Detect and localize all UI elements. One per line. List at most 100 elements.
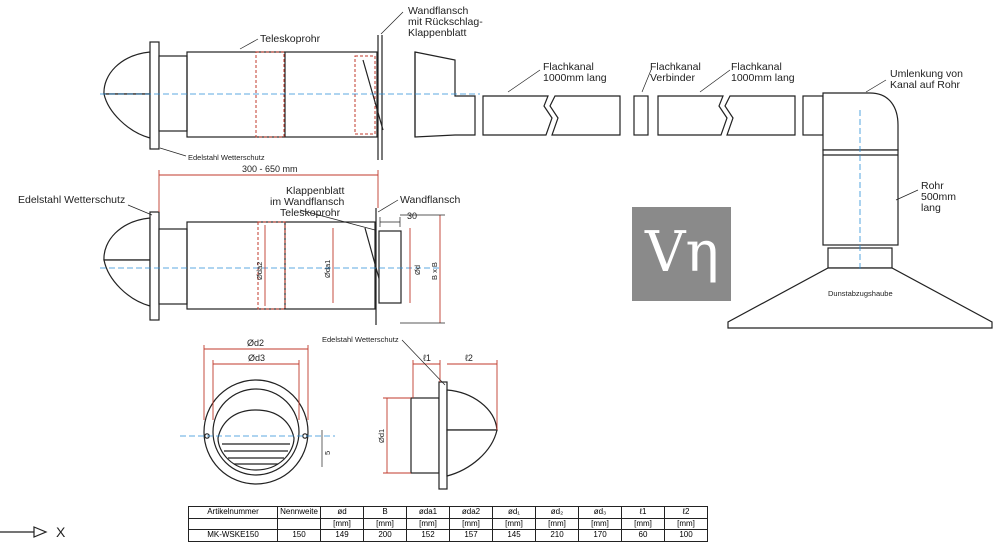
cap-collar-mid	[158, 228, 188, 305]
label-edelstahl-small-bottom: Edelstahl Wetterschutz	[322, 335, 399, 344]
middle-assembly	[100, 170, 445, 325]
label-umlenkung-a: Umlenkung von	[890, 68, 963, 80]
cap-flange-top	[149, 41, 160, 150]
table-unit-cell: [mm]	[535, 517, 579, 530]
table-unit-cell: [mm]	[320, 517, 364, 530]
table-header-cell: øda1	[406, 506, 450, 519]
table-cell: 157	[449, 529, 493, 542]
front-grille	[217, 409, 295, 471]
table-cell: 150	[277, 529, 321, 542]
label-teleskoprohr-mid: Teleskoprohr	[280, 207, 341, 219]
label-dunstabzug: Dunstabzugshaube	[828, 289, 893, 298]
adapter-top	[414, 51, 476, 138]
table-header-cell: ød₁	[492, 506, 536, 519]
table-header-cell: Nennweite	[277, 506, 321, 519]
label-klappenblatt-a: Klappenblatt	[286, 185, 344, 197]
table-units-row: [mm] [mm] [mm] [mm] [mm] [mm] [mm] [mm] …	[188, 517, 708, 530]
table-cell: 152	[406, 529, 450, 542]
label-bxb: B x B	[430, 262, 439, 280]
weather-cap-top-lower	[103, 93, 151, 139]
x-axis-indicator	[0, 526, 48, 538]
telescope-tube-top	[186, 51, 378, 138]
side-collar	[410, 397, 440, 474]
label-d2: Ød2	[247, 338, 264, 348]
hidden-line-top-2	[354, 55, 376, 135]
table-header-cell: B	[363, 506, 407, 519]
top-assembly	[100, 35, 993, 329]
label-flachkanal-1b: 1000mm lang	[543, 72, 607, 84]
brand-logo-letters: Vη	[645, 220, 719, 285]
table-unit-cell: [mm]	[406, 517, 450, 530]
label-dim-30: 30	[407, 211, 417, 221]
label-da1: Øda1	[323, 260, 332, 278]
labels: Teleskoprohr Wandflansch mit Rückschlag-…	[18, 5, 963, 540]
table-cell: 100	[664, 529, 708, 542]
cap-flange-mid	[149, 211, 160, 321]
elbow-body	[822, 92, 899, 151]
label-length-range: 300 - 650 mm	[242, 164, 298, 174]
label-wandflansch-top: Wandflansch	[408, 5, 468, 17]
label-edelstahl-mid: Edelstahl Wetterschutz	[18, 194, 125, 206]
weather-cap-top	[103, 51, 151, 95]
flat-channel-1-left	[482, 95, 553, 136]
table-unit-cell: [mm]	[578, 517, 622, 530]
front-inner-ring	[212, 388, 300, 476]
table-header-cell: ℓ1	[621, 506, 665, 519]
label-axis-x: X	[56, 524, 66, 540]
front-outer-ring	[203, 379, 309, 485]
flat-channel-1-right	[549, 95, 621, 136]
flat-channel-2-right	[724, 95, 796, 136]
table-cell: 170	[578, 529, 622, 542]
leaders-mid	[127, 199, 399, 231]
label-da2: Øda2	[255, 262, 264, 280]
hidden-line-mid	[257, 221, 286, 310]
table-unit-cell: [mm]	[363, 517, 407, 530]
table-unit-cell: [mm]	[492, 517, 536, 530]
flange-spigot-mid	[378, 230, 402, 304]
label-flachkanal-1a: Flachkanal	[543, 61, 594, 73]
round-pipe	[822, 149, 899, 246]
table-cell: 149	[320, 529, 364, 542]
label-verbinder-a: Flachkanal	[650, 61, 701, 73]
leaders-top	[159, 11, 919, 201]
table-cell: 200	[363, 529, 407, 542]
table-cell: MK-WSKE150	[188, 529, 278, 542]
front-view	[180, 345, 335, 485]
table-header-cell: ℓ2	[664, 506, 708, 519]
weather-cap-mid	[103, 217, 151, 261]
label-rohr-a: Rohr	[921, 180, 944, 192]
label-l2: ℓ2	[465, 353, 473, 363]
table-header-cell: ød₂	[535, 506, 579, 519]
elbow-inlet	[802, 95, 824, 136]
table-header-cell: Artikelnummer	[188, 506, 278, 519]
label-rohr-b: 500mm	[921, 191, 956, 203]
side-cap-upper	[446, 389, 498, 431]
label-d3: Ød3	[248, 353, 265, 363]
label-verbinder-b: Verbinder	[650, 72, 695, 84]
table-unit-cell	[277, 517, 321, 530]
side-flange	[438, 381, 448, 490]
hidden-line-top-1	[255, 51, 285, 138]
weather-cap-mid-lower	[103, 259, 151, 307]
label-d1: Ød1	[377, 429, 386, 443]
label-wandflansch-mid: Wandflansch	[400, 194, 460, 206]
table-unit-cell: [mm]	[449, 517, 493, 530]
label-wandflansch-top-3: Klappenblatt	[408, 27, 466, 39]
cap-collar-top	[158, 55, 188, 132]
table-header-cell: ød₃	[578, 506, 622, 519]
spec-table: Artikelnummer Nennweite ød B øda1 øda2 ø…	[188, 506, 708, 542]
extractor-hood	[727, 267, 993, 329]
table-header-cell: øda2	[449, 506, 493, 519]
label-d: Ød	[413, 265, 422, 275]
table-cell: 145	[492, 529, 536, 542]
table-row: MK-WSKE150 150 149 200 152 157 145 210 1…	[188, 529, 708, 542]
label-l1: ℓ1	[423, 353, 431, 363]
table-unit-cell	[188, 517, 278, 530]
table-header-cell: ød	[320, 506, 364, 519]
table-unit-cell: [mm]	[664, 517, 708, 530]
label-5: 5	[323, 451, 332, 455]
flat-channel-2-left	[657, 95, 728, 136]
side-cap-lower	[446, 429, 498, 477]
